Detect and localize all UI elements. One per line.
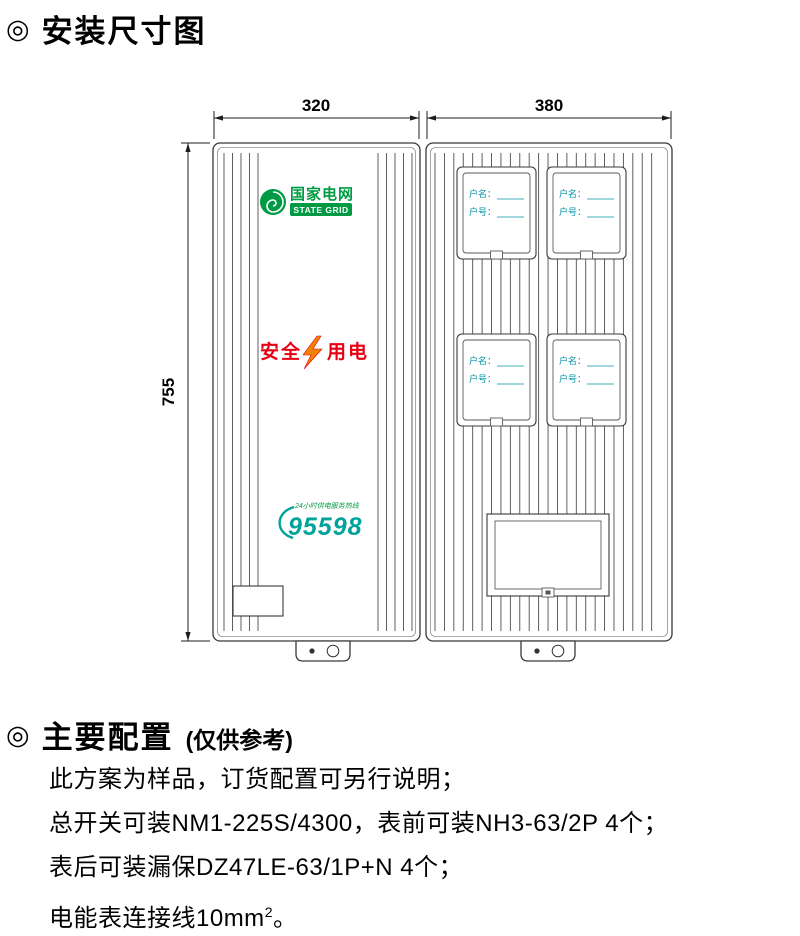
meter-window-1: 户名： 户号：: [456, 166, 537, 260]
dimension-380-label: 380: [535, 96, 563, 115]
left-cabinet-ribs-right: [377, 153, 413, 631]
meter-name-label: 户名：: [559, 355, 586, 366]
config-note-line: 电能表连接线10mm2。: [49, 904, 298, 932]
meter-no-label: 户号：: [559, 373, 586, 384]
lightning-bolt-icon: [302, 335, 323, 370]
brand-cn-text: 国家电网: [290, 185, 354, 203]
hotline-tagline: 24小时供电服务热线: [294, 502, 360, 510]
safety-slogan: 安全 用电: [260, 335, 369, 370]
window-latch: [490, 417, 503, 427]
config-notes: 此方案为样品，订货配置可另行说明； 总开关可装NM1-225S/4300，表前可…: [49, 758, 668, 936]
meter-window-2: 户名： 户号：: [546, 166, 627, 260]
config-note-line: 此方案为样品，订货配置可另行说明；: [49, 766, 466, 793]
meter-name-label: 户名：: [469, 188, 496, 199]
foot-hole-small: [309, 648, 315, 654]
install-section-heading: ◎ 安装尺寸图: [6, 6, 207, 51]
brand-en-text: STATE GRID: [293, 205, 348, 215]
left-cabinet: 国家电网 STATE GRID 安全 用电 24小时供电服务热线 95598: [212, 142, 421, 642]
right-cabinet: 户名： 户号： 户名： 户号： 户名： 户号：: [425, 142, 673, 642]
breaker-window: [486, 513, 610, 598]
right-mounting-foot: [520, 640, 576, 662]
dimension-320: 320: [213, 96, 420, 139]
meter-no-label: 户号：: [559, 206, 586, 217]
config-section-title: 主要配置: [41, 720, 174, 755]
config-section-note: (仅供参考): [185, 727, 293, 753]
config-note-line: 总开关可装NM1-225S/4300，表前可装NH3-63/2P 4个；: [49, 810, 669, 837]
foot-hole-large: [326, 644, 340, 658]
left-mounting-foot: [295, 640, 351, 662]
left-cabinet-ribs-left: [223, 153, 259, 631]
state-grid-logo: 国家电网 STATE GRID: [260, 185, 354, 216]
meter-name-label: 户名：: [469, 355, 496, 366]
double-circle-bullet-icon: ◎: [6, 14, 30, 44]
safety-text-left: 安全: [260, 340, 302, 363]
superscript-2: 2: [264, 904, 273, 920]
installation-diagram: 320 380 755 国家电网 STATE GRID: [159, 96, 673, 662]
config-section-heading: ◎ 主要配置 (仅供参考): [6, 712, 293, 757]
install-section-title: 安装尺寸图: [41, 14, 207, 49]
safety-text-right: 用电: [327, 340, 369, 363]
dimension-320-label: 320: [302, 96, 330, 115]
meter-name-label: 户名：: [559, 188, 586, 199]
meter-no-label: 户号：: [469, 373, 496, 384]
foot-hole-large: [551, 644, 565, 658]
hotline-number: 95598: [288, 513, 363, 541]
meter-window-3: 户名： 户号：: [456, 333, 537, 427]
foot-hole-small: [534, 648, 540, 654]
config-note-line: 表后可装漏保DZ47LE-63/1P+N 4个；: [49, 854, 464, 881]
dimension-380: 380: [426, 96, 672, 139]
hotline-swoosh-icon: [278, 505, 295, 540]
meter-window-4: 户名： 户号：: [546, 333, 627, 427]
state-grid-emblem-icon: [260, 189, 286, 215]
window-latch: [580, 417, 593, 427]
hotline-logo: 24小时供电服务热线 95598: [278, 502, 363, 541]
dimension-755-label: 755: [159, 378, 178, 406]
left-cabinet-bottom-plate: [232, 585, 284, 617]
window-latch: [490, 250, 503, 260]
dimension-755: 755: [159, 142, 210, 642]
meter-no-label: 户号：: [469, 206, 496, 217]
window-latch: [580, 250, 593, 260]
double-circle-bullet-icon: ◎: [6, 720, 30, 750]
